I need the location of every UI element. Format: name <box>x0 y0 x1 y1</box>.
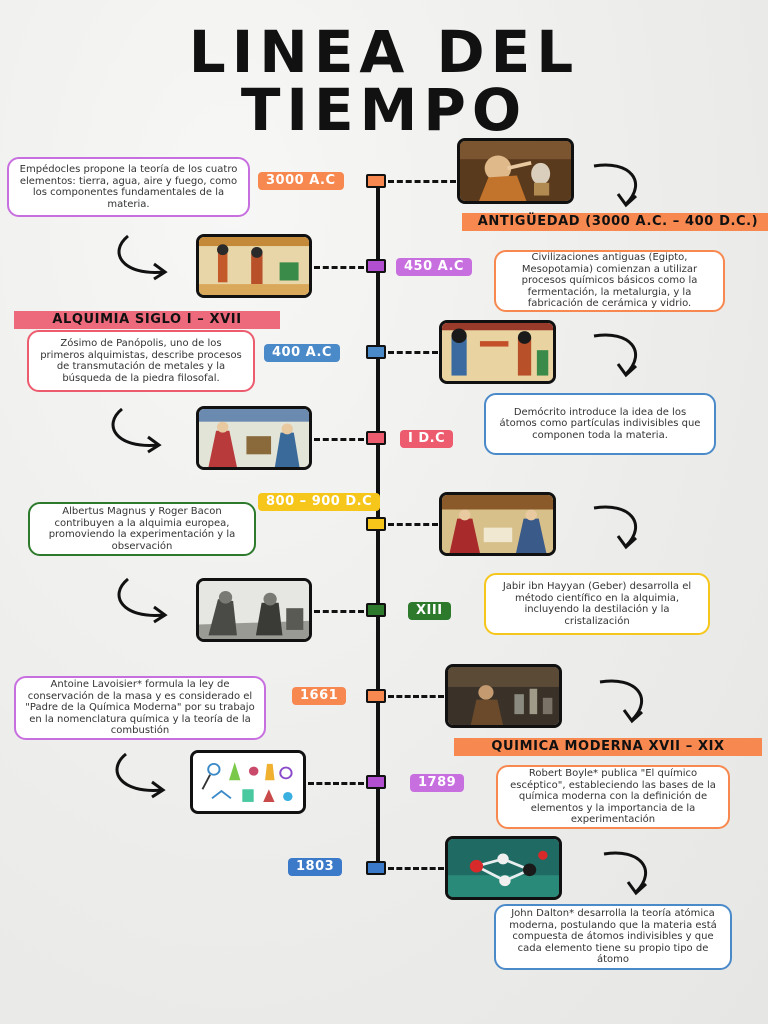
curved-arrow-1 <box>590 160 650 210</box>
connector-6 <box>314 610 364 613</box>
event-card-9: John Dalton* desarrolla la teoría atómic… <box>494 904 732 970</box>
timeline-node-9 <box>366 861 386 875</box>
event-text-2: Civilizaciones antiguas (Egipto, Mesopot… <box>521 252 698 310</box>
curved-arrow-7 <box>596 676 656 726</box>
event-text-3: Zósimo de Panópolis, uno de los primeros… <box>40 338 242 384</box>
connector-4 <box>314 438 364 441</box>
event-card-3: Zósimo de Panópolis, uno de los primeros… <box>27 330 255 392</box>
medieval-illustration-image <box>196 406 312 470</box>
date-badge-1: 3000 A.C <box>258 172 344 190</box>
event-card-5: Albertus Magnus y Roger Bacon contribuye… <box>28 502 256 556</box>
event-text-5: Albertus Magnus y Roger Bacon contribuye… <box>48 506 236 552</box>
timeline-node-5 <box>366 517 386 531</box>
curved-arrow-3 <box>590 330 650 380</box>
date-badge-3: 400 A.C <box>264 344 340 362</box>
date-badge-2: 450 A.C <box>396 258 472 276</box>
timeline-node-4 <box>366 431 386 445</box>
connector-3 <box>388 351 438 354</box>
event-card-2: Civilizaciones antiguas (Egipto, Mesopot… <box>494 250 725 312</box>
timeline-node-8 <box>366 775 386 789</box>
timeline-node-3 <box>366 345 386 359</box>
curved-arrow-2 <box>108 232 170 281</box>
connector-8 <box>308 782 364 785</box>
event-text-4: Demócrito introduce la idea de los átomo… <box>499 406 701 441</box>
date-badge-4: I D.C <box>400 430 454 448</box>
curved-arrow-5 <box>590 502 650 552</box>
date-badge-6: XIII <box>408 602 451 620</box>
title-line-1: LINEA DEL <box>188 18 580 86</box>
alchemy-lab-painting-image <box>439 492 556 556</box>
connector-7 <box>388 695 444 698</box>
event-text-8: Robert Boyle* publica "El químico escépt… <box>510 768 716 826</box>
era-label-moderna: QUIMICA MODERNA XVII – XIX <box>454 738 762 756</box>
egyptian-mural-image <box>196 234 312 298</box>
molecule-model-image <box>445 836 562 900</box>
timeline-node-1 <box>366 174 386 188</box>
event-card-8: Robert Boyle* publica "El químico escépt… <box>496 765 730 829</box>
era-label-antiguedad: ANTIGÜEDAD (3000 A.C. – 400 D.C.) <box>462 213 768 231</box>
connector-9 <box>388 867 444 870</box>
alchemist-painting-image <box>457 138 574 204</box>
connector-2 <box>314 266 364 269</box>
curved-arrow-4 <box>102 405 164 454</box>
event-card-1: Empédocles propone la teoría de los cuat… <box>7 157 250 217</box>
connector-5 <box>388 523 438 526</box>
connector-1 <box>388 180 456 183</box>
title-line-2: TIEMPO <box>240 76 528 144</box>
event-text-9: John Dalton* desarrolla la teoría atómic… <box>509 908 717 966</box>
engraving-image <box>196 578 312 642</box>
timeline-node-2 <box>366 259 386 273</box>
curved-arrow-6 <box>108 575 170 624</box>
date-badge-9: 1803 <box>288 858 343 876</box>
curved-arrow-8 <box>106 750 168 799</box>
date-badge-5: 800 – 900 D.C <box>258 493 381 511</box>
timeline-node-7 <box>366 689 386 703</box>
era-label-alquimia: ALQUIMIA SIGLO I – XVII <box>14 311 280 329</box>
event-card-7: Antoine Lavoisier* formula la ley de con… <box>14 676 266 740</box>
event-text-7: Antoine Lavoisier* formula la ley de con… <box>25 679 255 737</box>
timeline-node-6 <box>366 603 386 617</box>
event-card-6: Jabir ibn Hayyan (Geber) desarrolla el m… <box>484 573 710 635</box>
laboratory-photo-image <box>445 664 562 728</box>
event-card-4: Demócrito introduce la idea de los átomo… <box>484 393 716 455</box>
date-badge-7: 1661 <box>292 687 347 705</box>
science-doodles-image <box>190 750 306 814</box>
curved-arrow-9 <box>600 848 660 898</box>
event-text-6: Jabir ibn Hayyan (Geber) desarrolla el m… <box>502 581 692 627</box>
egyptian-fresco-image <box>439 320 556 384</box>
date-badge-8: 1789 <box>410 774 465 792</box>
event-text-1: Empédocles propone la teoría de los cuat… <box>19 164 238 210</box>
